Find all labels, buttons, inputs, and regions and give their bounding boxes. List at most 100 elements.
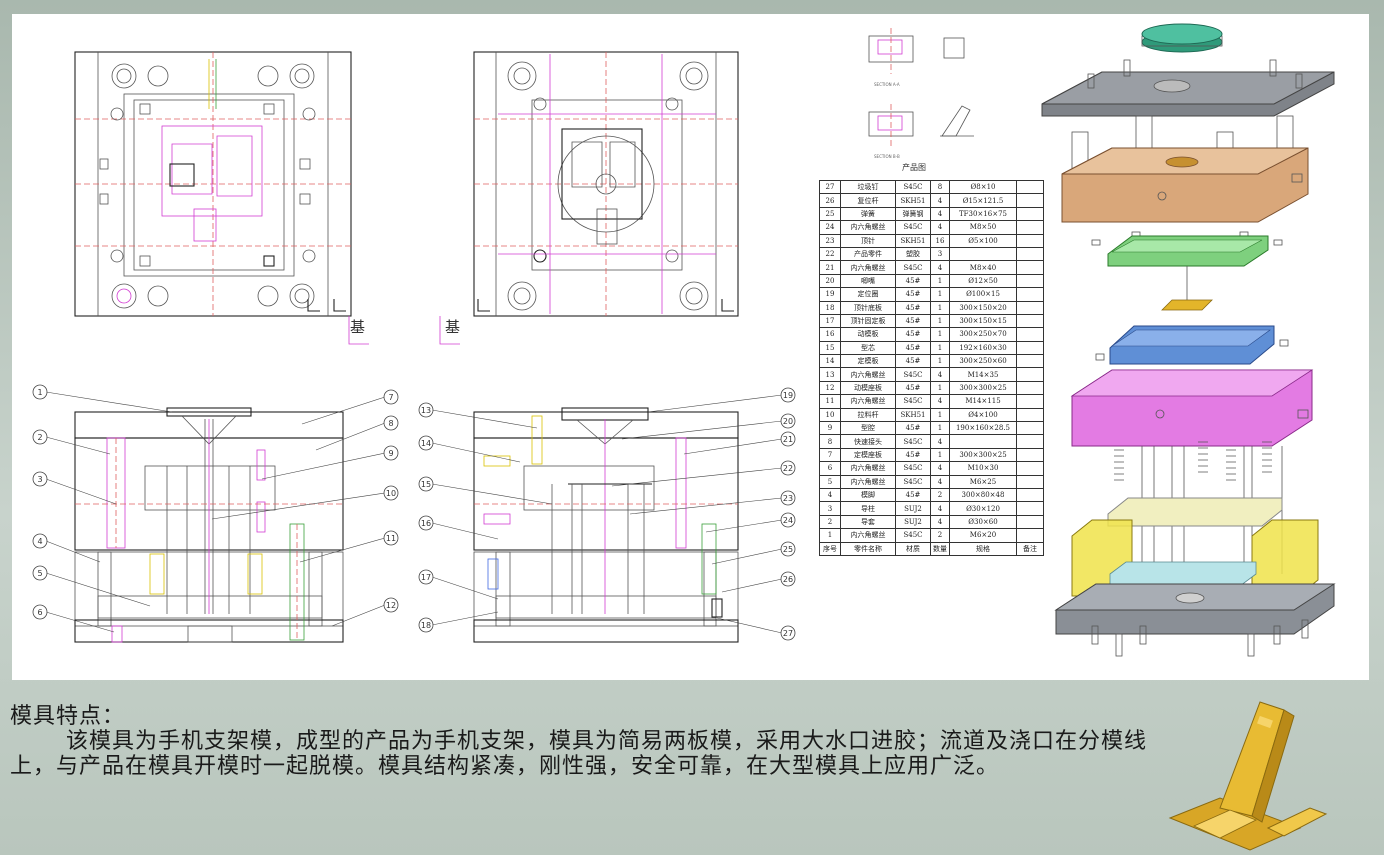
bom-cell: 复位杆 <box>840 193 896 208</box>
bom-cell: 1 <box>930 327 950 342</box>
callout-8 <box>383 415 399 431</box>
svg-text:21: 21 <box>783 435 793 444</box>
bom-cell <box>949 246 1017 262</box>
callout-12 <box>383 597 399 613</box>
bom-cell: 导套 <box>840 514 896 530</box>
bom-cell: 1 <box>930 407 950 423</box>
mold-drawing: 基 基 <box>32 23 1336 657</box>
bom-cell: 45# <box>895 354 931 369</box>
bom-cell: 26 <box>819 193 841 208</box>
bom-cell: 4 <box>930 461 950 476</box>
bom-cell: 动模座板 <box>840 380 896 396</box>
bom-cell <box>1016 407 1044 423</box>
bom-cell <box>1016 246 1044 262</box>
svg-text:24: 24 <box>783 516 793 525</box>
bom-cell: 13 <box>819 367 841 382</box>
svg-text:18: 18 <box>421 621 431 630</box>
bom-cell: 4 <box>930 260 950 275</box>
svg-text:11: 11 <box>386 534 396 543</box>
callout-1 <box>32 384 48 400</box>
callout-11 <box>383 530 399 546</box>
bom-cell: M14×115 <box>949 394 1017 409</box>
bom-cell: 型腔 <box>840 421 896 436</box>
callout-24 <box>780 512 796 528</box>
section-view-right <box>473 407 739 643</box>
bom-cell <box>1016 313 1044 329</box>
bom-cell <box>1016 327 1044 342</box>
bom-cell: 8 <box>819 434 841 449</box>
svg-text:27: 27 <box>783 629 793 638</box>
bom-cell: 3 <box>819 501 841 516</box>
bom-cell: 3 <box>930 246 950 262</box>
bom-cell: 24 <box>819 220 841 235</box>
bom-cell: 192×160×30 <box>949 340 1017 356</box>
svg-text:16: 16 <box>421 519 431 528</box>
svg-text:22: 22 <box>783 464 793 473</box>
bom-cell: TF30×16×75 <box>949 206 1017 222</box>
bom-cell: 定模座板 <box>840 447 896 463</box>
bom-cell: 内六角螺丝 <box>840 394 896 409</box>
bom-cell: 45# <box>895 487 931 503</box>
product-view-label: 产品图 <box>902 163 926 172</box>
callout-3 <box>32 471 48 487</box>
bom-cell: M8×40 <box>949 260 1017 275</box>
bom-cell: 12 <box>819 380 841 396</box>
bom-cell <box>1016 220 1044 235</box>
bom-cell: 1 <box>819 528 841 543</box>
plan-view-left <box>74 51 352 317</box>
bom-cell: 动模板 <box>840 327 896 342</box>
bom-cell: S45C <box>895 367 931 382</box>
bom-cell: 45# <box>895 421 931 436</box>
bom-cell: 1 <box>930 340 950 356</box>
callout-13 <box>418 402 434 418</box>
bom-cell: M6×20 <box>949 528 1017 543</box>
callout-5 <box>32 565 48 581</box>
bom-cell: 产品零件 <box>840 246 896 262</box>
bom-cell: SKH51 <box>895 193 931 208</box>
bom-cell: 4 <box>930 394 950 409</box>
bom-cell: Ø15×121.5 <box>949 193 1017 208</box>
bom-cell: 弹簧钢 <box>895 206 931 222</box>
bom-cell: 材质 <box>895 541 931 556</box>
bom-cell: 拉料杆 <box>840 407 896 423</box>
bom-cell: 7 <box>819 447 841 463</box>
svg-text:26: 26 <box>783 575 793 584</box>
bom-cell: 45# <box>895 380 931 396</box>
bom-cell: 190×160×28.5 <box>949 421 1017 436</box>
bom-cell <box>1016 354 1044 369</box>
bom-cell: 300×150×20 <box>949 300 1017 315</box>
plan-view-right <box>473 51 739 317</box>
bom-cell <box>1016 367 1044 382</box>
bom-cell <box>1016 394 1044 409</box>
callout-22 <box>780 460 796 476</box>
bom-cell: 45# <box>895 313 931 329</box>
bom-cell: 序号 <box>819 541 841 556</box>
svg-text:23: 23 <box>783 494 793 503</box>
bom-cell: M6×25 <box>949 474 1017 489</box>
bom-cell: 零件名称 <box>840 541 896 556</box>
svg-text:5: 5 <box>37 569 42 578</box>
bom-cell <box>1016 233 1044 248</box>
bom-cell: 15 <box>819 340 841 356</box>
bom-cell: S45C <box>895 394 931 409</box>
callout-20 <box>780 413 796 429</box>
bom-cell: S45C <box>895 220 931 235</box>
bom-cell: 4 <box>930 193 950 208</box>
callouts-right: 13 14 15 16 17 18 19 20 21 22 23 24 25 2… <box>418 387 796 641</box>
bom-cell: 300×150×15 <box>949 313 1017 329</box>
bom-cell <box>1016 287 1044 302</box>
base-mark-left: 基 <box>348 316 369 345</box>
bom-cell <box>1016 461 1044 476</box>
bom-cell <box>1016 514 1044 530</box>
svg-text:19: 19 <box>783 391 793 400</box>
callout-2 <box>32 429 48 445</box>
bom-cell: 型芯 <box>840 340 896 356</box>
